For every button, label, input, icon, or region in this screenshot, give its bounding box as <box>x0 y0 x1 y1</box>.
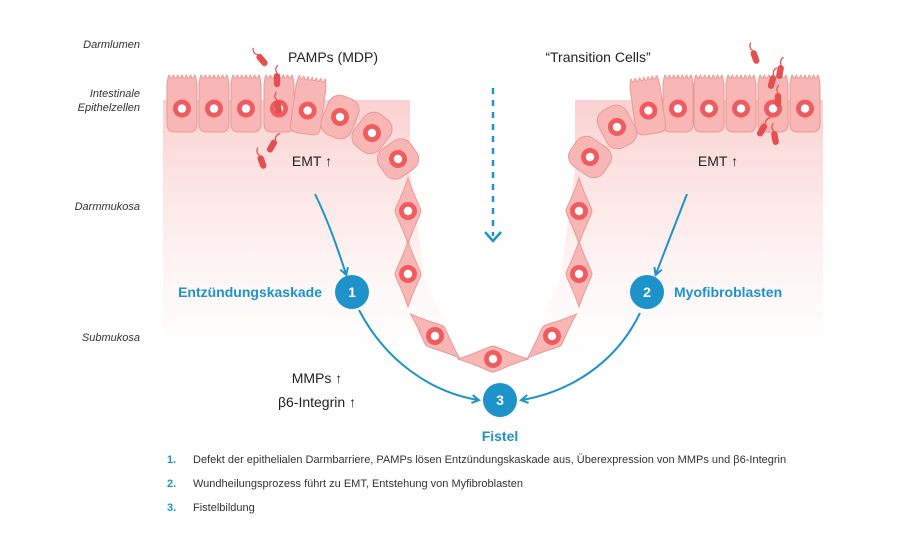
bacterium-icon <box>256 147 267 169</box>
transition-cell <box>596 104 638 150</box>
epithelial-cell <box>230 74 262 133</box>
epithelial-cell <box>693 74 725 133</box>
stage-2-number: 2 <box>643 284 651 300</box>
transition-cell <box>376 138 420 180</box>
bacterium-icon <box>767 67 778 89</box>
legend-text: Fistelbildung <box>193 502 255 514</box>
stage-1-title: Entzündungskaskade <box>178 284 322 300</box>
bacterium-icon <box>266 132 281 153</box>
legend-item: 1. Defekt der epithelialen Darmbarriere, … <box>167 454 786 478</box>
mesenchymal-cell <box>394 239 422 309</box>
emt-right-label: EMT ↑ <box>698 153 738 169</box>
bacterium-icon <box>273 64 281 87</box>
legend-number: 2. <box>167 478 177 490</box>
bacterium-icon <box>776 56 784 79</box>
stage-1-number: 1 <box>348 284 356 300</box>
arrow-2-to-3 <box>522 312 641 400</box>
arrow-1-to-3 <box>358 309 478 400</box>
stage-3-badge <box>483 383 517 417</box>
bacterium-icon <box>756 116 771 137</box>
stage-1-badge <box>335 275 369 309</box>
mesenchymal-cell <box>565 239 593 309</box>
stage-2-title: Myofibroblasten <box>674 284 782 300</box>
epithelial-cell <box>290 75 327 136</box>
legend-number: 3. <box>167 502 177 514</box>
epithelial-cell <box>198 74 230 133</box>
epithelial-cells <box>166 74 821 373</box>
epithelial-cell <box>789 74 821 133</box>
legend-text: Wundheilungsprozess führt zu EMT, Entste… <box>193 478 523 490</box>
stage-2-badge <box>630 275 664 309</box>
bacterium-icon <box>252 47 268 67</box>
epithelial-cell <box>166 74 198 133</box>
transition-cells-label: “Transition Cells” <box>545 49 651 65</box>
layer-label-submucosa: Submukosa <box>82 332 140 344</box>
arrow-emt-to-2 <box>656 193 688 274</box>
center-arrow-head <box>484 231 502 243</box>
mesenchymal-cell <box>456 345 530 373</box>
legend-item: 2. Wundheilungsprozess führt zu EMT, Ents… <box>167 478 786 502</box>
legend-list: 1. Defekt der epithelialen Darmbarriere, … <box>167 454 786 526</box>
bacterium-icon <box>774 84 782 107</box>
tissue-background-right <box>505 100 823 400</box>
arrow-emt-to-1 <box>314 193 346 274</box>
tissue-background-left <box>163 100 480 400</box>
transition-cell <box>568 135 612 179</box>
stage-3-number: 3 <box>496 392 504 408</box>
bacterium-icon <box>749 42 760 64</box>
transition-cell <box>320 94 360 140</box>
transition-cell <box>351 111 393 155</box>
integrin-label: β6-Integrin ↑ <box>278 394 356 410</box>
emt-left-label: EMT ↑ <box>292 153 332 169</box>
bacterium-icon <box>274 91 282 114</box>
epithelial-cell <box>662 74 694 133</box>
pamps-label: PAMPs (MDP) <box>288 49 378 65</box>
layer-label-lumen: Darmlumen <box>83 39 140 51</box>
stage-3-title: Fistel <box>482 428 519 444</box>
legend-item: 3. Fistelbildung <box>167 502 786 526</box>
epithelial-cell <box>629 75 666 136</box>
mesenchymal-cell <box>526 312 578 360</box>
layer-label-epithel-1: Intestinale <box>90 88 140 100</box>
bacteria-group <box>252 42 784 169</box>
legend-text: Defekt der epithelialen Darmbarriere, PA… <box>193 454 787 466</box>
mmps-label: MMPs ↑ <box>292 370 343 386</box>
layer-label-mucosa: Darmmukosa <box>75 201 140 213</box>
bacterium-icon <box>771 122 779 145</box>
layer-label-epithel-2: Epithelzellen <box>78 102 140 114</box>
legend-number: 1. <box>167 454 177 466</box>
epithelial-cell <box>725 74 757 133</box>
